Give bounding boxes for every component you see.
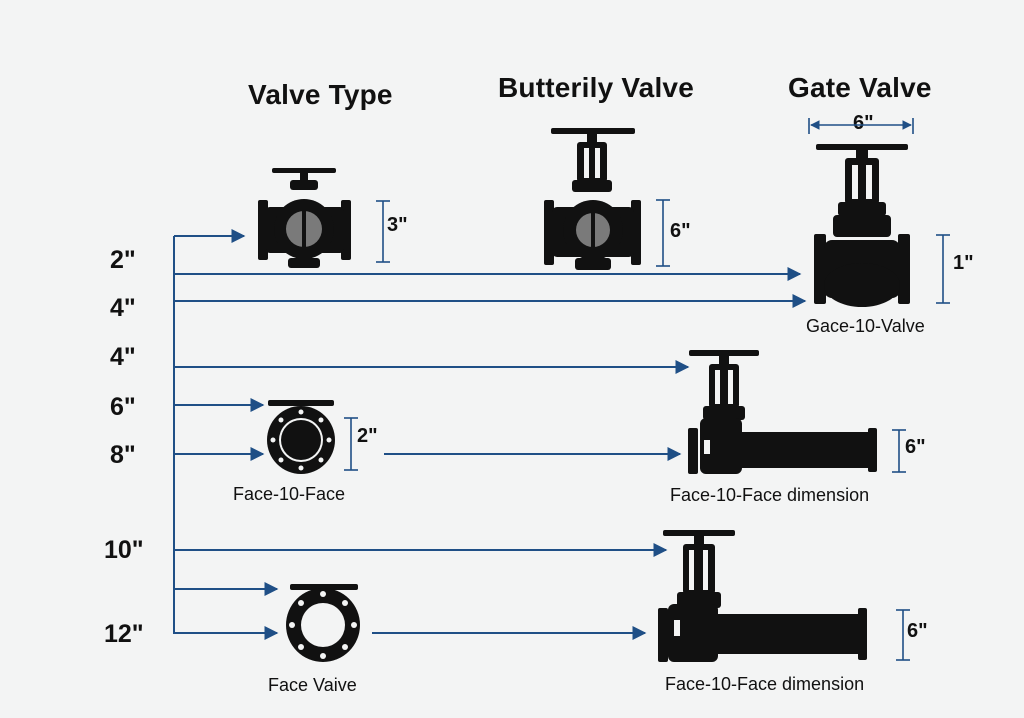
header-butterfly-valve: Butterily Valve [498,72,694,103]
wafer-valve-icon [267,400,335,474]
caption-pipe-bottom: Face-10-Face dimension [665,674,865,694]
dim-line-butterfly [656,199,670,267]
ball-valve-icon [258,168,351,268]
dim-line-gate-height [936,234,950,304]
caption-wafer: Face-10-Face [233,484,346,504]
size-label-4in-a: 4" [110,294,136,322]
dim-gate-pipe-bottom: 6" [907,620,928,642]
size-label-10in: 10" [104,536,144,564]
size-label-12in: 12" [104,620,144,648]
dim-butterfly-valve: 6" [670,220,691,242]
caption-flange: Face Vaive [268,675,357,695]
size-label-4in-b: 4" [110,343,136,371]
dim-line-wafer [344,417,358,471]
arrows [174,229,807,640]
header-valve-type: Valve Type [248,79,393,110]
dim-line-pipe-bottom [896,609,910,661]
butterfly-valve-icon [544,128,641,270]
size-label-6in: 6" [110,393,136,421]
gate-valve-icon [814,144,910,307]
size-label-8in: 8" [110,441,136,469]
caption-pipe-top: Face-10-Face dimension [670,485,870,505]
gate-valve-pipe-top-icon [688,350,877,474]
dim-line-pipe-top [892,429,906,473]
caption-gate-valve: Gace-10-Valve [806,316,925,336]
dim-line-ball-valve [376,200,390,263]
gate-valve-pipe-bottom-icon [658,530,867,662]
size-label-2in: 2" [110,246,136,274]
dim-line-gate-width [808,118,914,134]
dim-wafer-valve: 2" [357,425,378,447]
dim-ball-valve: 3" [387,214,408,236]
flange-valve-icon [286,584,360,662]
dim-gate-pipe-top: 6" [905,436,926,458]
header-gate-valve: Gate Valve [788,72,932,103]
dim-gate-valve-height: 1" [953,252,974,274]
